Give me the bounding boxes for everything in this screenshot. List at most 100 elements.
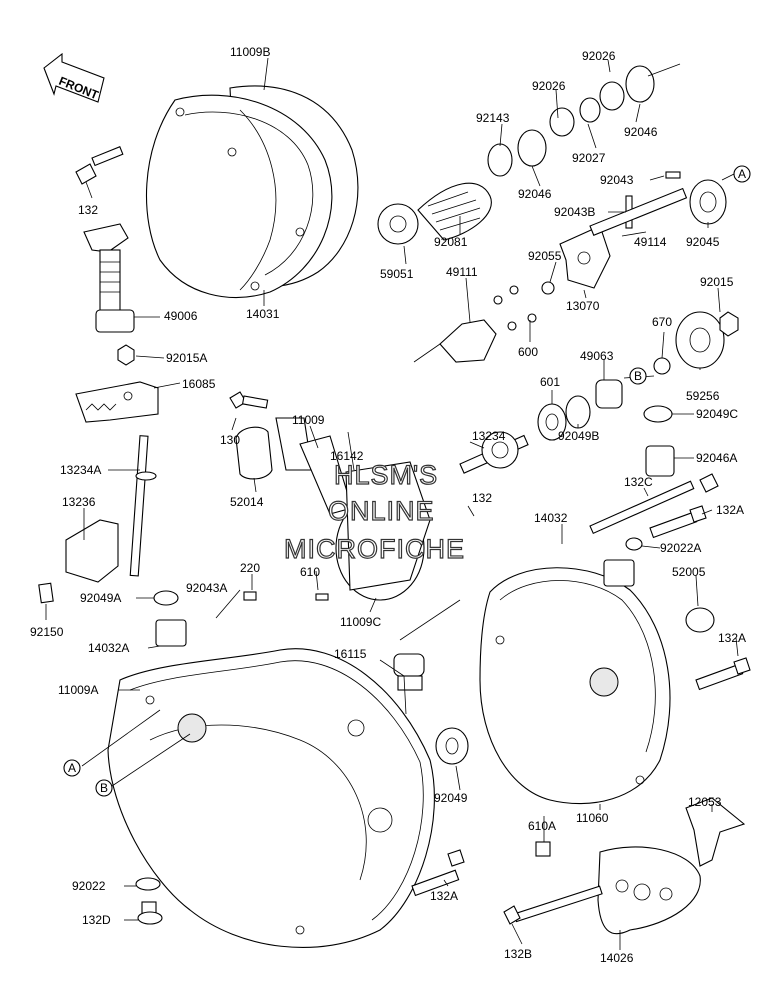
callout: 92043B bbox=[554, 205, 595, 219]
callout: 132 bbox=[472, 491, 492, 505]
callout: 11060 bbox=[576, 811, 609, 825]
seal-92049b bbox=[565, 395, 591, 429]
callout: 14031 bbox=[246, 307, 280, 321]
seal-92049 bbox=[435, 727, 469, 765]
callout: 59256 bbox=[686, 389, 720, 403]
seal-52005 bbox=[685, 607, 715, 633]
nut-92015 bbox=[719, 311, 739, 337]
callout: 16085 bbox=[182, 377, 216, 391]
callout: 11009C bbox=[340, 615, 381, 629]
bolt-132c bbox=[589, 473, 719, 535]
seal-92049c bbox=[643, 405, 673, 423]
callout: 610A bbox=[528, 819, 556, 833]
callout: 49111 bbox=[446, 265, 478, 279]
washer-92022 bbox=[135, 877, 161, 891]
leader-lines bbox=[45, 57, 739, 950]
callout: 92015 bbox=[700, 275, 734, 289]
callout: 610 bbox=[300, 565, 320, 579]
bolt-132d bbox=[137, 901, 163, 925]
bearing-92046a bbox=[645, 445, 675, 477]
callout: 11009A bbox=[58, 683, 98, 697]
callout: 220 bbox=[240, 561, 260, 575]
outer-cover-14032 bbox=[479, 559, 671, 805]
bolt-132a-3 bbox=[411, 849, 465, 897]
pin-92043 bbox=[665, 171, 681, 179]
callout: 49006 bbox=[164, 309, 198, 323]
shaft-13234a bbox=[129, 435, 157, 577]
callout: 92045 bbox=[686, 235, 720, 249]
callout: 92022A bbox=[660, 541, 701, 555]
callout: 132A bbox=[718, 631, 746, 645]
callout: 92046 bbox=[624, 125, 658, 139]
bolt-132a-1 bbox=[649, 505, 707, 539]
callout: 13234A bbox=[60, 463, 101, 477]
pin-220 bbox=[243, 591, 257, 601]
kickstarter-gear-group bbox=[377, 63, 681, 245]
callout: 132A bbox=[430, 889, 458, 903]
shaft-49111 bbox=[413, 285, 537, 363]
water-pump-group bbox=[229, 391, 431, 601]
callout: 92049A bbox=[80, 591, 121, 605]
callout: 132D bbox=[82, 913, 111, 927]
callout-labels: 11009B 92026 92026 92143 92046 92027 920… bbox=[30, 45, 746, 965]
ref-markers: A B A B bbox=[63, 165, 751, 797]
callout: 59051 bbox=[380, 267, 414, 281]
callout: 92055 bbox=[528, 249, 562, 263]
bracket-12053 bbox=[685, 797, 746, 867]
callout: 132B bbox=[504, 947, 532, 961]
callout: 11009 bbox=[292, 413, 325, 427]
shaft-13234 bbox=[459, 431, 529, 474]
callout: 92150 bbox=[30, 625, 64, 639]
callout: 13070 bbox=[566, 299, 600, 313]
watermark-line: ONLINE bbox=[328, 496, 435, 526]
callout: 92049C bbox=[696, 407, 738, 421]
callout: 92049 bbox=[434, 791, 468, 805]
shaft-49114 bbox=[589, 187, 688, 236]
ref-marker: B bbox=[100, 781, 108, 795]
callout: 670 bbox=[652, 315, 672, 329]
callout: 49114 bbox=[634, 235, 667, 249]
front-arrow-icon: FRONT bbox=[43, 52, 105, 103]
oring-670 bbox=[653, 357, 671, 375]
callout: 14032 bbox=[534, 511, 568, 525]
bolt-92150 bbox=[38, 582, 54, 604]
bolt-132a-2 bbox=[695, 657, 751, 691]
callout: 92081 bbox=[434, 235, 468, 249]
callout: 52014 bbox=[230, 495, 264, 509]
callout: 132 bbox=[78, 203, 98, 217]
bearing-92045 bbox=[689, 179, 727, 225]
bolt-132b bbox=[503, 885, 603, 925]
callout: 92049B bbox=[558, 429, 599, 443]
ref-marker: A bbox=[68, 761, 76, 775]
cap-16115 bbox=[393, 653, 425, 691]
callout: 92046 bbox=[518, 187, 552, 201]
callout: 92026 bbox=[532, 79, 566, 93]
callout: 14026 bbox=[600, 951, 634, 965]
callout: 16115 bbox=[334, 647, 367, 661]
callout: 92015A bbox=[166, 351, 207, 365]
nut-92015a bbox=[117, 344, 135, 366]
watermark-line: HLSM'S bbox=[334, 460, 438, 490]
seal-92049a bbox=[153, 590, 179, 606]
clutch-cover-group bbox=[145, 85, 359, 298]
ratchet-16085 bbox=[75, 381, 159, 423]
ref-marker: A bbox=[738, 167, 746, 181]
gear-59256 bbox=[675, 311, 725, 369]
callout: 11009B bbox=[230, 45, 270, 59]
callout: 601 bbox=[540, 375, 560, 389]
impeller-13070 bbox=[559, 225, 611, 289]
shift-shaft-49006 bbox=[83, 223, 135, 333]
callout: 132A bbox=[716, 503, 744, 517]
callout: 132C bbox=[624, 475, 653, 489]
pin-610a bbox=[535, 841, 551, 857]
callout: 13234 bbox=[472, 429, 506, 443]
bolt-132 bbox=[75, 146, 124, 185]
callout: 52005 bbox=[672, 565, 706, 579]
callout: 92027 bbox=[572, 151, 606, 165]
callout: 92022 bbox=[72, 879, 106, 893]
watermark: HLSM'S ONLINE MICROFICHE bbox=[283, 459, 464, 564]
callout: 600 bbox=[518, 345, 538, 359]
callout: 92046A bbox=[696, 451, 737, 465]
callout: 130 bbox=[220, 433, 240, 447]
